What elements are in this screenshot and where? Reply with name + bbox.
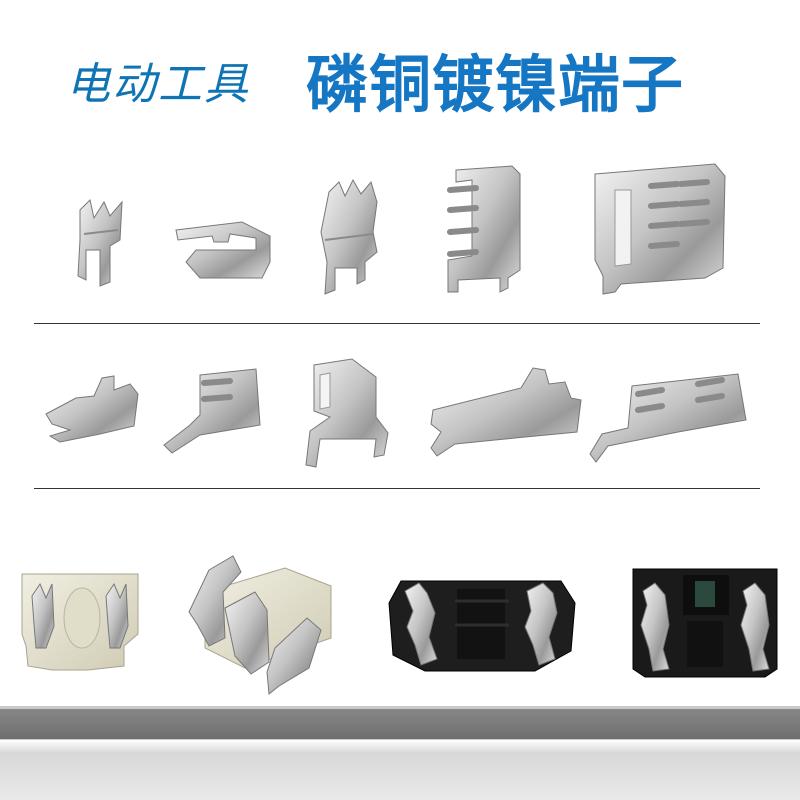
terminal-comb-4 bbox=[442, 160, 532, 295]
terminal-bent-tab bbox=[170, 212, 280, 287]
black-holder-with-clips bbox=[385, 575, 580, 675]
cream-holder-with-clips bbox=[18, 570, 143, 675]
terminal-box-clip bbox=[300, 355, 390, 470]
terminal-clip-small bbox=[70, 190, 130, 290]
row-divider-1 bbox=[34, 323, 760, 324]
black-socket-with-clips bbox=[625, 565, 785, 680]
terminal-comb-double bbox=[585, 160, 730, 300]
terminal-double-prong bbox=[315, 172, 390, 297]
title-phosphor-copper-nickel-terminals: 磷铜镀镍端子 bbox=[306, 48, 685, 121]
title-power-tools: 电动工具 bbox=[66, 59, 250, 110]
header: 电动工具 磷铜镀镍端子 bbox=[0, 0, 800, 121]
terminal-flat-comb bbox=[160, 365, 265, 460]
terminal-long-blade bbox=[425, 362, 585, 462]
bottom-metallic-band bbox=[0, 706, 800, 800]
terminal-dual-comb bbox=[588, 370, 753, 465]
cream-housing-assembly bbox=[185, 552, 335, 697]
terminal-angled-clip bbox=[40, 370, 140, 450]
row-divider-2 bbox=[34, 488, 760, 489]
